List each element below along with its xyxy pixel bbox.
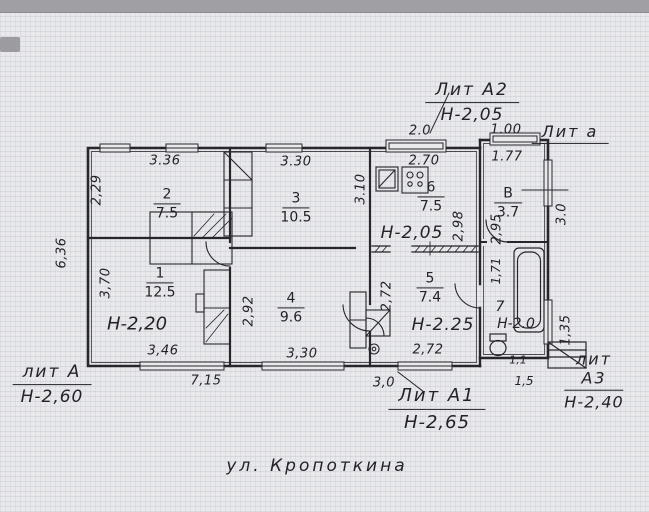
dim-outer-right-bottom: 1,35 [558, 314, 574, 346]
dim-top-1-00: 1.00 [490, 122, 522, 138]
room-3-label: 3 10.5 [280, 188, 311, 225]
dim-room1-bottom: 3,46 [147, 343, 179, 359]
room-4-area: 9.6 [279, 309, 303, 326]
dim-room3-width: 3.30 [280, 154, 312, 170]
room-2-number: 2 [153, 186, 181, 205]
litera-a-height: Н-2,60 [20, 387, 84, 408]
room-5-number: 5 [416, 270, 444, 289]
bathtub-icon [513, 247, 545, 333]
masonry-stove-icon [149, 211, 233, 265]
door-arcs [205, 219, 509, 332]
litera-a1-height: Н-2,65 [403, 411, 471, 433]
litera-a3-name: лит А3 [564, 350, 624, 392]
dim-room8-width: 1.77 [491, 149, 523, 165]
dim-room8-left: 2,95 [489, 213, 505, 245]
dim-bottom-7-15: 7,15 [190, 373, 222, 389]
street-name: ул. Кропоткина [226, 456, 408, 476]
litera-a-small-label: Лит а [531, 122, 609, 145]
room-5-ceiling: Н-2.25 [411, 315, 475, 335]
room-6-label: 6 7.5 [417, 177, 445, 215]
steps-icon [547, 341, 587, 369]
litera-a-name: лит А [12, 362, 92, 386]
dim-room5-bottom: 2,72 [412, 342, 444, 358]
litera-a-small-name: Лит а [531, 122, 609, 145]
room-7-number: 7 [495, 299, 505, 315]
room-1-number: 1 [146, 265, 174, 284]
dim-outer-left: 6,36 [54, 237, 70, 269]
room-8-area: 3.7 [496, 204, 520, 221]
room-3-number: 3 [282, 190, 310, 209]
dim-room6-width: 2.70 [408, 153, 440, 169]
dim-top-2-0: 2.0 [408, 123, 432, 139]
dim-outer-right-top: 3.0 [554, 202, 570, 226]
meter-icon [368, 343, 380, 355]
room-5-area: 7.4 [418, 289, 442, 306]
room-8-label: В 3.7 [494, 183, 522, 221]
dim-room3-right: 3.10 [353, 173, 369, 205]
litera-a3-label: лит А3 Н-2,40 [564, 350, 624, 413]
litera-a-label: лит А Н-2,60 [12, 362, 92, 408]
room-6-area: 7.5 [419, 198, 443, 215]
cabinet-icon [349, 291, 367, 349]
room-4-label: 4 9.6 [277, 288, 305, 326]
leader-lines [397, 92, 569, 393]
room-2-label: 2 7.5 [153, 184, 181, 222]
dim-steps-width: 1,5 [514, 374, 534, 388]
dim-room1-left: 3,70 [98, 267, 114, 299]
stove-icon [195, 269, 231, 345]
room-1-area: 12.5 [144, 284, 176, 301]
dim-room2-width: 3.36 [149, 153, 181, 169]
dim-room4-bottom: 3,30 [286, 346, 318, 362]
hall-ceiling-height: Н-2,05 [380, 223, 444, 243]
dim-room6-right: 2,98 [451, 210, 467, 242]
dim-room7-bottom: 1,1 [509, 353, 527, 367]
litera-a2-label: Лит А2 Н-2,05 [425, 80, 519, 126]
closet-icon [223, 151, 253, 237]
room-1-ceiling: Н-2,20 [106, 313, 168, 335]
litera-a2-height: Н-2,05 [440, 105, 504, 126]
water-heater-icon [365, 309, 391, 337]
scan-edge-band [0, 0, 649, 13]
dim-room7-left: 1,71 [489, 257, 503, 285]
kitchen-stove-icon [401, 166, 429, 194]
sink-icon [375, 166, 399, 192]
dim-room2-left: 2,29 [89, 174, 105, 206]
toilet-icon [489, 333, 507, 357]
dim-bottom-3-0: 3,0 [372, 375, 396, 391]
room-2-area: 7.5 [155, 205, 179, 222]
litera-a3-height: Н-2,40 [564, 393, 624, 413]
room-7-ceiling: Н-2.0 [497, 316, 535, 332]
litera-a2-name: Лит А2 [425, 80, 519, 104]
room-4-number: 4 [277, 290, 305, 309]
room-5-label: 5 7.4 [416, 268, 444, 306]
litera-a1-name: Лит А1 [388, 385, 486, 410]
room-8-number: В [494, 185, 522, 204]
dim-room5-left: 2,72 [379, 280, 395, 312]
dim-room4-left: 2,92 [241, 295, 257, 327]
room-1-label: 1 12.5 [144, 263, 175, 300]
room-3-area: 10.5 [280, 209, 312, 226]
room-6-number: 6 [417, 179, 445, 198]
window-symbols [99, 132, 553, 371]
litera-a1-label: Лит А1 Н-2,65 [388, 385, 486, 433]
scan-smudge [0, 37, 20, 52]
